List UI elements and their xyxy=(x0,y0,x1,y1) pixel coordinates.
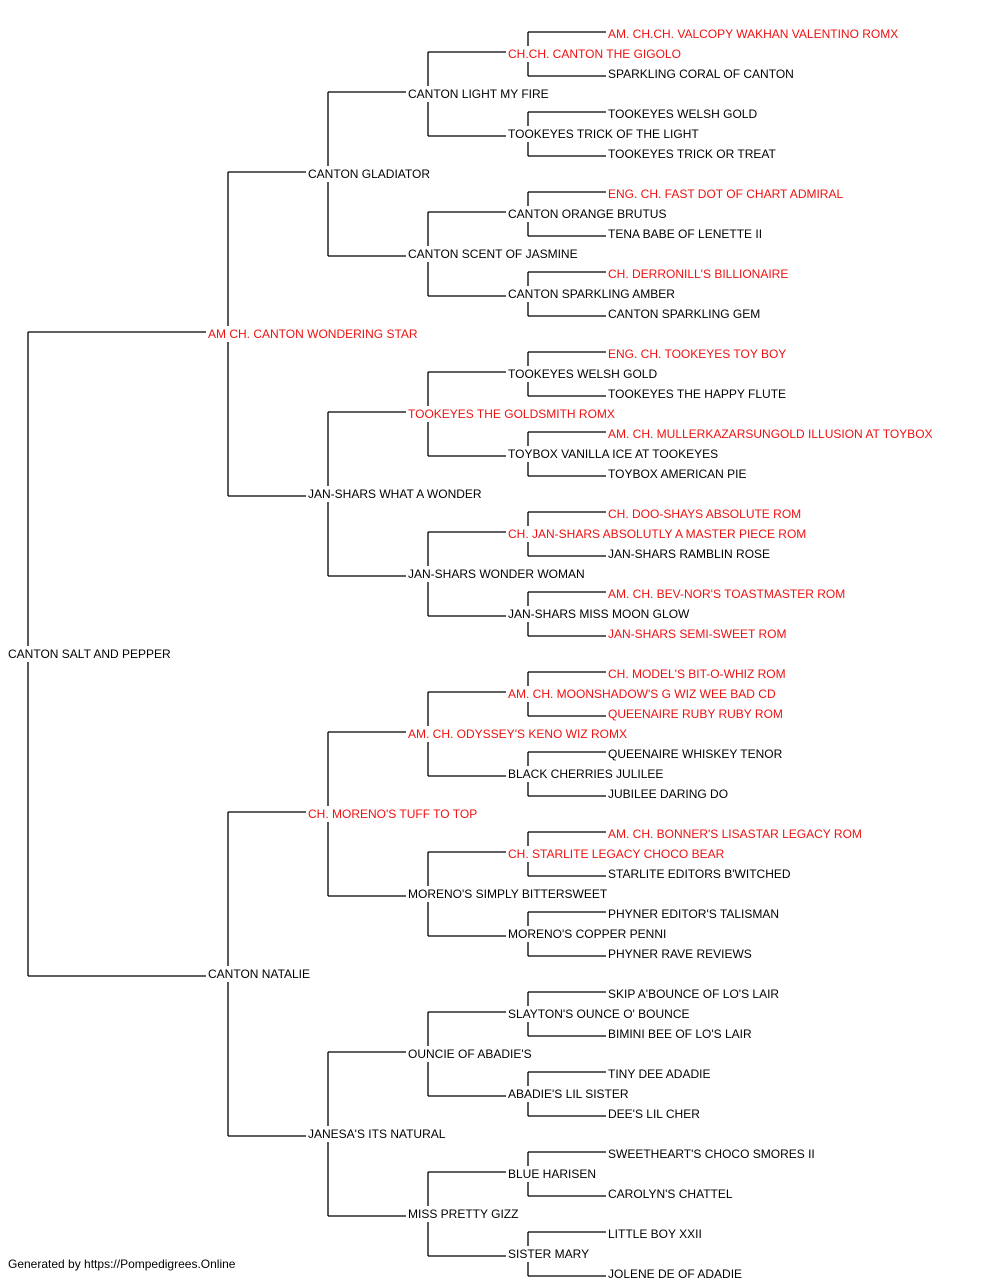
ggg-parent-name: CANTON ORANGE BRUTUS xyxy=(508,207,666,221)
subject-dog-name: CANTON SALT AND PEPPER xyxy=(8,647,171,661)
great-grandparent-name: OUNCIE OF ABADIE'S xyxy=(408,1047,532,1061)
grandparent-name: CH. MORENO'S TUFF TO TOP xyxy=(308,807,477,821)
gggg-parent-name: AM. CH. BEV-NOR'S TOASTMASTER ROM xyxy=(608,587,845,601)
ggg-parent-name: TOOKEYES TRICK OF THE LIGHT xyxy=(508,127,699,141)
gggg-parent-name: JAN-SHARS RAMBLIN ROSE xyxy=(608,547,770,561)
great-grandparent-name: TOOKEYES THE GOLDSMITH ROMX xyxy=(408,407,615,421)
great-grandparent-name: JAN-SHARS WONDER WOMAN xyxy=(408,567,585,581)
parent-name: CANTON NATALIE xyxy=(208,967,310,981)
gggg-parent-name: CH. DOO-SHAYS ABSOLUTE ROM xyxy=(608,507,801,521)
gggg-parent-name: CANTON SPARKLING GEM xyxy=(608,307,760,321)
ggg-parent-name: SLAYTON'S OUNCE O' BOUNCE xyxy=(508,1007,690,1021)
gggg-parent-name: DEE'S LIL CHER xyxy=(608,1107,700,1121)
gggg-parent-name: JUBILEE DARING DO xyxy=(608,787,728,801)
gggg-parent-name: CH. DERRONILL'S BILLIONAIRE xyxy=(608,267,788,281)
gggg-parent-name: JAN-SHARS SEMI-SWEET ROM xyxy=(608,627,786,641)
parent-name: AM CH. CANTON WONDERING STAR xyxy=(208,327,418,341)
gggg-parent-name: PHYNER RAVE REVIEWS xyxy=(608,947,752,961)
ggg-parent-name: CANTON SPARKLING AMBER xyxy=(508,287,675,301)
gggg-parent-name: QUEENAIRE RUBY RUBY ROM xyxy=(608,707,783,721)
great-grandparent-name: CANTON LIGHT MY FIRE xyxy=(408,87,549,101)
ggg-parent-name: AM. CH. MOONSHADOW'S G WIZ WEE BAD CD xyxy=(508,687,776,701)
gggg-parent-name: LITTLE BOY XXII xyxy=(608,1227,702,1241)
gggg-parent-name: JOLENE DE OF ADADIE xyxy=(608,1267,742,1280)
gggg-parent-name: ENG. CH. FAST DOT OF CHART ADMIRAL xyxy=(608,187,843,201)
gggg-parent-name: TINY DEE ADADIE xyxy=(608,1067,710,1081)
gggg-parent-name: PHYNER EDITOR'S TALISMAN xyxy=(608,907,779,921)
ggg-parent-name: SISTER MARY xyxy=(508,1247,589,1261)
ggg-parent-name: ABADIE'S LIL SISTER xyxy=(508,1087,629,1101)
great-grandparent-name: CANTON SCENT OF JASMINE xyxy=(408,247,578,261)
ggg-parent-name: JAN-SHARS MISS MOON GLOW xyxy=(508,607,690,621)
great-grandparent-name: MISS PRETTY GIZZ xyxy=(408,1207,518,1221)
gggg-parent-name: BIMINI BEE OF LO'S LAIR xyxy=(608,1027,752,1041)
ggg-parent-name: TOYBOX VANILLA ICE AT TOOKEYES xyxy=(508,447,718,461)
grandparent-name: JAN-SHARS WHAT A WONDER xyxy=(308,487,482,501)
ggg-parent-name: CH. JAN-SHARS ABSOLUTLY A MASTER PIECE R… xyxy=(508,527,806,541)
gggg-parent-name: TOOKEYES TRICK OR TREAT xyxy=(608,147,776,161)
ggg-parent-name: CH. STARLITE LEGACY CHOCO BEAR xyxy=(508,847,725,861)
gggg-parent-name: STARLITE EDITORS B'WITCHED xyxy=(608,867,791,881)
great-grandparent-name: MORENO'S SIMPLY BITTERSWEET xyxy=(408,887,608,901)
gggg-parent-name: TOOKEYES WELSH GOLD xyxy=(608,107,757,121)
grandparent-name: CANTON GLADIATOR xyxy=(308,167,430,181)
gggg-parent-name: TOYBOX AMERICAN PIE xyxy=(608,467,746,481)
gggg-parent-name: TOOKEYES THE HAPPY FLUTE xyxy=(608,387,786,401)
grandparent-name: JANESA'S ITS NATURAL xyxy=(308,1127,446,1141)
gggg-parent-name: CAROLYN'S CHATTEL xyxy=(608,1187,733,1201)
ggg-parent-name: CH.CH. CANTON THE GIGOLO xyxy=(508,47,681,61)
gggg-parent-name: AM. CH. BONNER'S LISASTAR LEGACY ROM xyxy=(608,827,862,841)
ggg-parent-name: TOOKEYES WELSH GOLD xyxy=(508,367,657,381)
gggg-parent-name: TENA BABE OF LENETTE II xyxy=(608,227,762,241)
gggg-parent-name: SWEETHEART'S CHOCO SMORES II xyxy=(608,1147,815,1161)
gggg-parent-name: CH. MODEL'S BIT-O-WHIZ ROM xyxy=(608,667,786,681)
gggg-parent-name: QUEENAIRE WHISKEY TENOR xyxy=(608,747,783,761)
great-grandparent-name: AM. CH. ODYSSEY'S KENO WIZ ROMX xyxy=(408,727,627,741)
ggg-parent-name: MORENO'S COPPER PENNI xyxy=(508,927,666,941)
ggg-parent-name: BLACK CHERRIES JULILEE xyxy=(508,767,663,781)
gggg-parent-name: ENG. CH. TOOKEYES TOY BOY xyxy=(608,347,786,361)
ggg-parent-name: BLUE HARISEN xyxy=(508,1167,596,1181)
gggg-parent-name: SPARKLING CORAL OF CANTON xyxy=(608,67,794,81)
gggg-parent-name: SKIP A'BOUNCE OF LO'S LAIR xyxy=(608,987,779,1001)
gggg-parent-name: AM. CH.CH. VALCOPY WAKHAN VALENTINO ROMX xyxy=(608,27,898,41)
footer-credit: Generated by https://Pompedigrees.Online xyxy=(8,1257,236,1271)
gggg-parent-name: AM. CH. MULLERKAZARSUNGOLD ILLUSION AT T… xyxy=(608,427,933,441)
